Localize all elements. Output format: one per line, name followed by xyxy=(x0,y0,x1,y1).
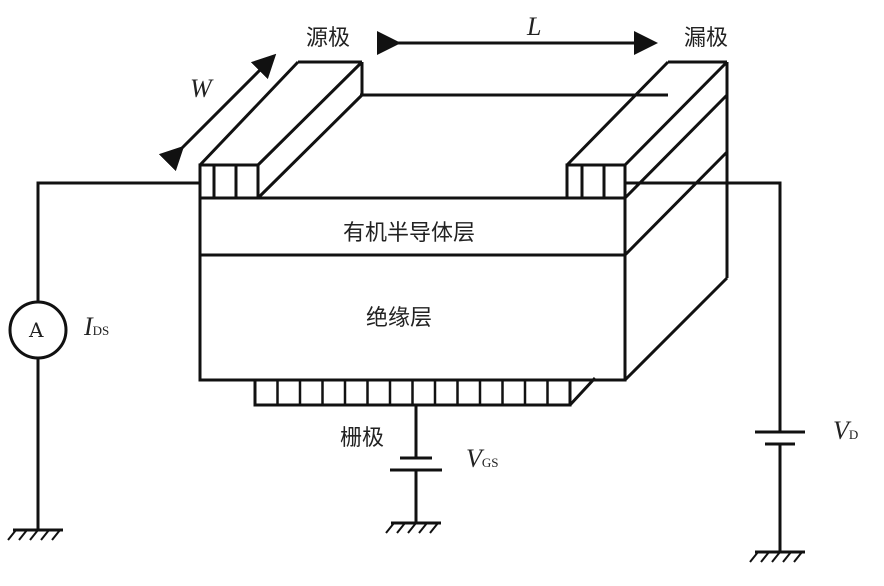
length-label: L xyxy=(527,12,541,42)
drain-label: 漏极 xyxy=(684,20,728,52)
width-label: W xyxy=(190,74,212,104)
current-label: IDS xyxy=(84,312,109,342)
source-electrode xyxy=(200,62,362,198)
source-label: 源极 xyxy=(306,20,350,52)
semiconductor-layer-label: 有机半导体层 xyxy=(343,215,475,247)
ammeter-label: A xyxy=(29,318,43,342)
vd-label: VD xyxy=(833,416,858,446)
vgs-label: VGS xyxy=(466,444,499,474)
gate-electrode xyxy=(255,378,595,405)
ground-symbols xyxy=(8,523,805,562)
gate-label: 栅极 xyxy=(340,420,384,452)
insulator-layer-label: 绝缘层 xyxy=(366,300,432,332)
